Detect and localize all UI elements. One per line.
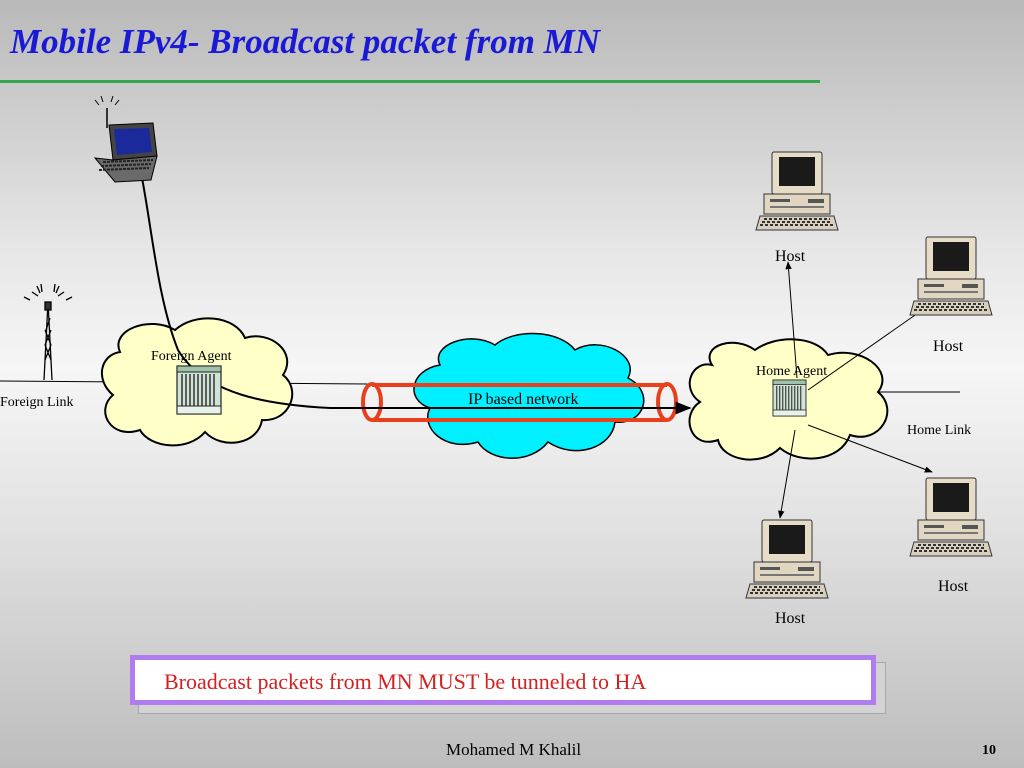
slide-title: Mobile IPv4- Broadcast packet from MN: [10, 22, 601, 61]
title-underline: [0, 80, 820, 83]
host-label-right: Host: [933, 338, 964, 355]
home-agent-router-icon: [772, 379, 807, 417]
host-computer-icon-bottom-right: [909, 477, 993, 557]
host-label-bottom: Host: [775, 610, 806, 627]
mobile-node-laptop-icon: [93, 95, 158, 183]
mn-packet-path: [141, 177, 692, 415]
host-computer-icon-bottom: [745, 519, 829, 599]
arrow-to-host-right: [807, 305, 929, 391]
host-computer-icon-right: [909, 236, 993, 316]
foreign-agent-label: Foreign Agent: [151, 349, 232, 364]
home-link-label: Home Link: [907, 423, 972, 438]
ip-network-label: IP based network: [468, 391, 579, 408]
tunnel-pipe: [361, 382, 678, 422]
radio-tower-icon: [23, 283, 73, 381]
foreign-link-label: Foreign Link: [0, 395, 74, 410]
page-number: 10: [982, 743, 996, 758]
host-computer-icon-top: [755, 151, 839, 231]
footer-author: Mohamed M Khalil: [446, 740, 582, 759]
arrow-to-host-bottom-right: [807, 424, 933, 473]
host-label-bottom-right: Host: [938, 578, 969, 595]
foreign-agent-router-icon: [176, 365, 222, 415]
callout-box: Broadcast packets from MN MUST be tunnel…: [130, 655, 876, 705]
host-label-top: Host: [775, 248, 806, 265]
home-agent-label: Home Agent: [756, 364, 828, 379]
callout-text: Broadcast packets from MN MUST be tunnel…: [164, 669, 647, 694]
arrow-to-host-top: [785, 261, 798, 379]
arrow-to-host-bottom: [778, 429, 796, 519]
